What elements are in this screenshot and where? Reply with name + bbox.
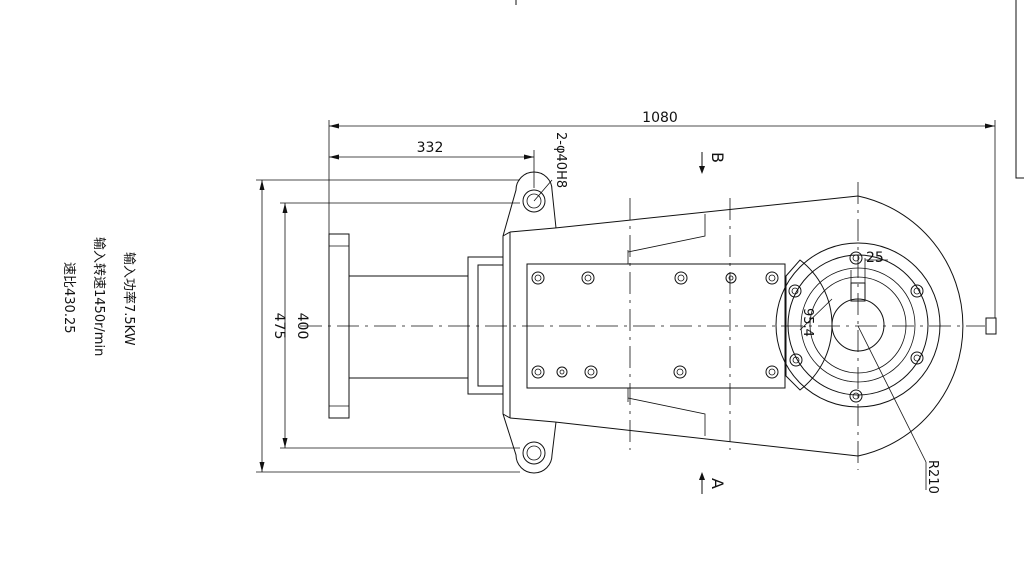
section-mark-a: A [699,472,727,494]
mounting-lug-bottom [502,413,557,474]
hole-spec-label: 2-φ40H8 [553,132,568,188]
spec-ratio: 速比430.25 [61,262,76,334]
specifications: 输入功率7.5KW 输入转速1450r/min 速比430.25 [61,237,137,356]
dim-475-label: 475 [271,313,287,340]
keyway-label: 25 [866,250,884,266]
bolt-holes [531,271,779,379]
dimension-keyway: 25 [850,250,888,283]
input-adapter [467,256,504,395]
spec-input-speed: 输入转速1450r/min [91,237,107,356]
section-a-label: A [708,478,727,489]
dimension-bore: 95.4 [799,298,833,337]
dimension-hole-spec: 2-φ40H8 [533,132,568,202]
bore-label: 95.4 [800,308,815,337]
section-b-label: B [708,152,727,163]
mounting-lug-top [502,171,557,237]
centerlines [300,182,985,470]
dimension-1080: 1080 [328,110,996,318]
dimension-475: 475 [256,179,520,473]
radius-label: R210 [925,460,940,494]
dimension-radius: R210 [857,325,940,494]
dim-332-label: 332 [417,140,444,156]
dimension-332: 332 [329,140,535,188]
dimension-400: 400 [280,202,520,449]
spec-input-power: 输入功率7.5KW [121,252,137,346]
frame-border [1015,0,1024,179]
dim-400-label: 400 [294,313,310,340]
dim-1080-label: 1080 [642,110,678,126]
section-mark-b: B [699,152,727,174]
